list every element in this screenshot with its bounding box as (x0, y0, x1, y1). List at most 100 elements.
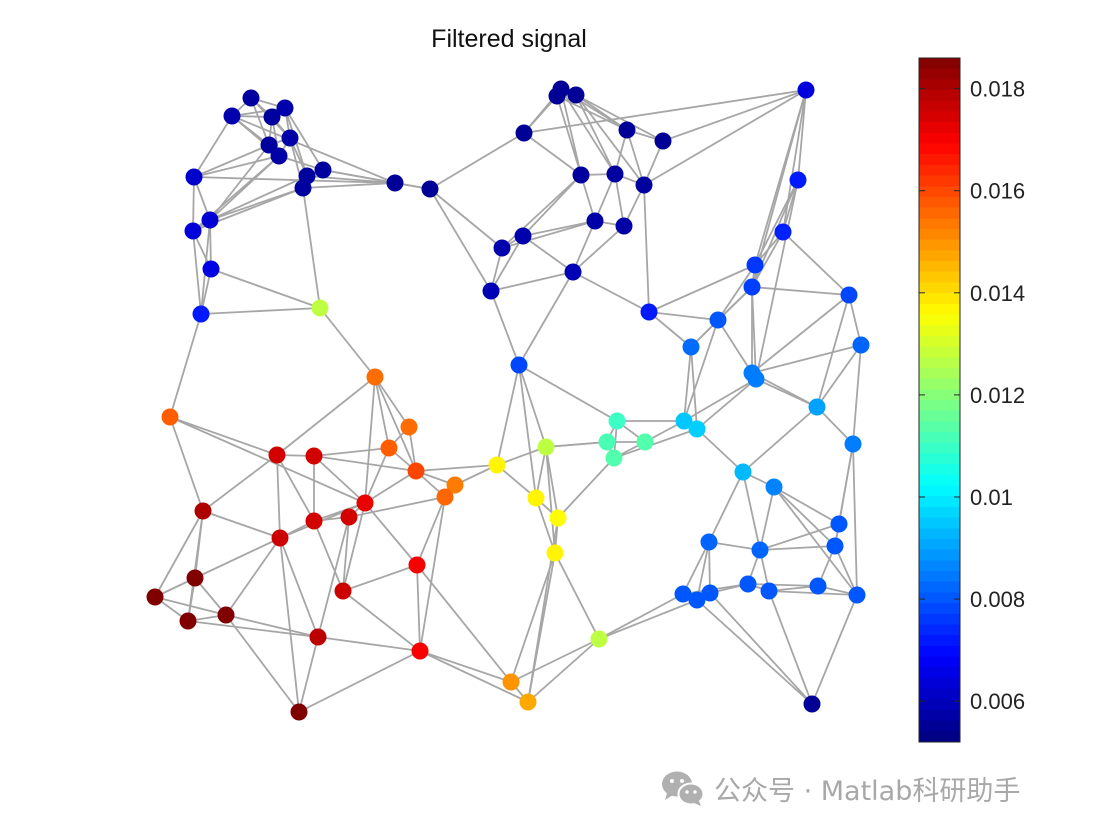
graph-edge (690, 346, 698, 430)
graph-edge (572, 225, 625, 273)
graph-edge (696, 378, 757, 430)
graph-node (774, 223, 792, 241)
graph-edge (231, 107, 286, 117)
graph-node (515, 124, 533, 142)
graph-node (334, 582, 352, 600)
graph-edge (717, 264, 756, 321)
graph-edge (302, 187, 321, 309)
graph-node (586, 212, 604, 230)
graph-edge (374, 376, 417, 472)
graph-edge (554, 552, 600, 640)
graph-edge (374, 376, 410, 428)
graph-node (739, 575, 757, 593)
colorbar-gradient (918, 57, 961, 743)
graph-edge (510, 552, 556, 683)
graph-edge (419, 496, 446, 652)
graph-edge (364, 447, 390, 504)
graph-edge (613, 428, 698, 459)
graph-edge (490, 290, 520, 366)
graph-node (186, 569, 204, 587)
graph-node (789, 171, 807, 189)
graph-edge (276, 376, 376, 456)
graph-edge (496, 464, 537, 499)
graph-edge (187, 620, 319, 638)
graph-node (572, 166, 590, 184)
graph-edge (626, 129, 645, 186)
graph-edge (342, 564, 418, 592)
graph-edge (522, 174, 582, 237)
graph-node (281, 129, 299, 147)
colorbar-tick-label: 0.008 (970, 587, 1025, 612)
graph-edge (545, 446, 556, 554)
graph-node (223, 107, 241, 125)
graph-edge (852, 443, 858, 596)
graph-node (242, 89, 260, 107)
graph-node (184, 222, 202, 240)
graph-edge (313, 520, 344, 592)
graph-edge (742, 406, 818, 473)
graph-node (260, 136, 278, 154)
graph-edge (643, 184, 650, 313)
graph-edge (648, 311, 692, 348)
graph-edge (298, 636, 319, 713)
graph-edge (557, 457, 615, 519)
graph-edge (662, 89, 807, 142)
graph-node (488, 456, 506, 474)
graph-edge (556, 95, 628, 131)
graph-node (844, 435, 862, 453)
graph-edge (708, 541, 761, 551)
graph-node (202, 260, 220, 278)
graph-edge (496, 364, 520, 466)
graph-node (548, 87, 566, 105)
graph-edge (598, 593, 684, 640)
graph-edge (575, 94, 645, 186)
graph-edge (364, 502, 418, 566)
graph-node (848, 586, 866, 604)
graph-node (146, 588, 164, 606)
graph-edge (751, 89, 807, 288)
graph-node (514, 227, 532, 245)
graph-edge (193, 144, 270, 178)
graph-edge (683, 319, 719, 422)
graph-node (482, 282, 500, 300)
graph-node (493, 239, 511, 257)
graph-edge (154, 510, 204, 598)
graph-node (502, 673, 520, 691)
graph-edge (527, 638, 600, 703)
graph-node (852, 336, 870, 354)
graph-edge (683, 378, 757, 422)
graph-edge (169, 313, 202, 418)
graph-node (701, 584, 719, 602)
graph-edge (501, 220, 596, 249)
graph-node (179, 612, 197, 630)
graph-node (606, 165, 624, 183)
graph-edge (535, 446, 547, 499)
graph-node (294, 179, 312, 197)
graph-edge (313, 455, 417, 472)
graph-edge (773, 486, 840, 525)
graph-edge (545, 446, 559, 519)
graph-edge (429, 188, 492, 292)
graph-edge (643, 89, 807, 186)
graph-edge (648, 311, 719, 321)
graph-edge (852, 344, 862, 445)
graph-node (654, 132, 672, 150)
graph-edge (717, 319, 753, 374)
graph-edge (759, 486, 775, 551)
graph-edge (276, 454, 281, 539)
graph-edge (348, 496, 446, 518)
graph-edge (572, 271, 650, 313)
graph-edge (560, 88, 582, 176)
graph-node (408, 556, 426, 574)
colorbar-tick-label: 0.01 (970, 485, 1013, 510)
graph-edge (708, 541, 711, 594)
graph-edge (194, 537, 281, 579)
graph-edge (751, 294, 850, 374)
graph-edge (490, 271, 574, 292)
graph-edge (773, 486, 836, 547)
graph-edge (193, 155, 280, 178)
graph-edge (683, 346, 692, 422)
graph-edge (751, 286, 757, 380)
